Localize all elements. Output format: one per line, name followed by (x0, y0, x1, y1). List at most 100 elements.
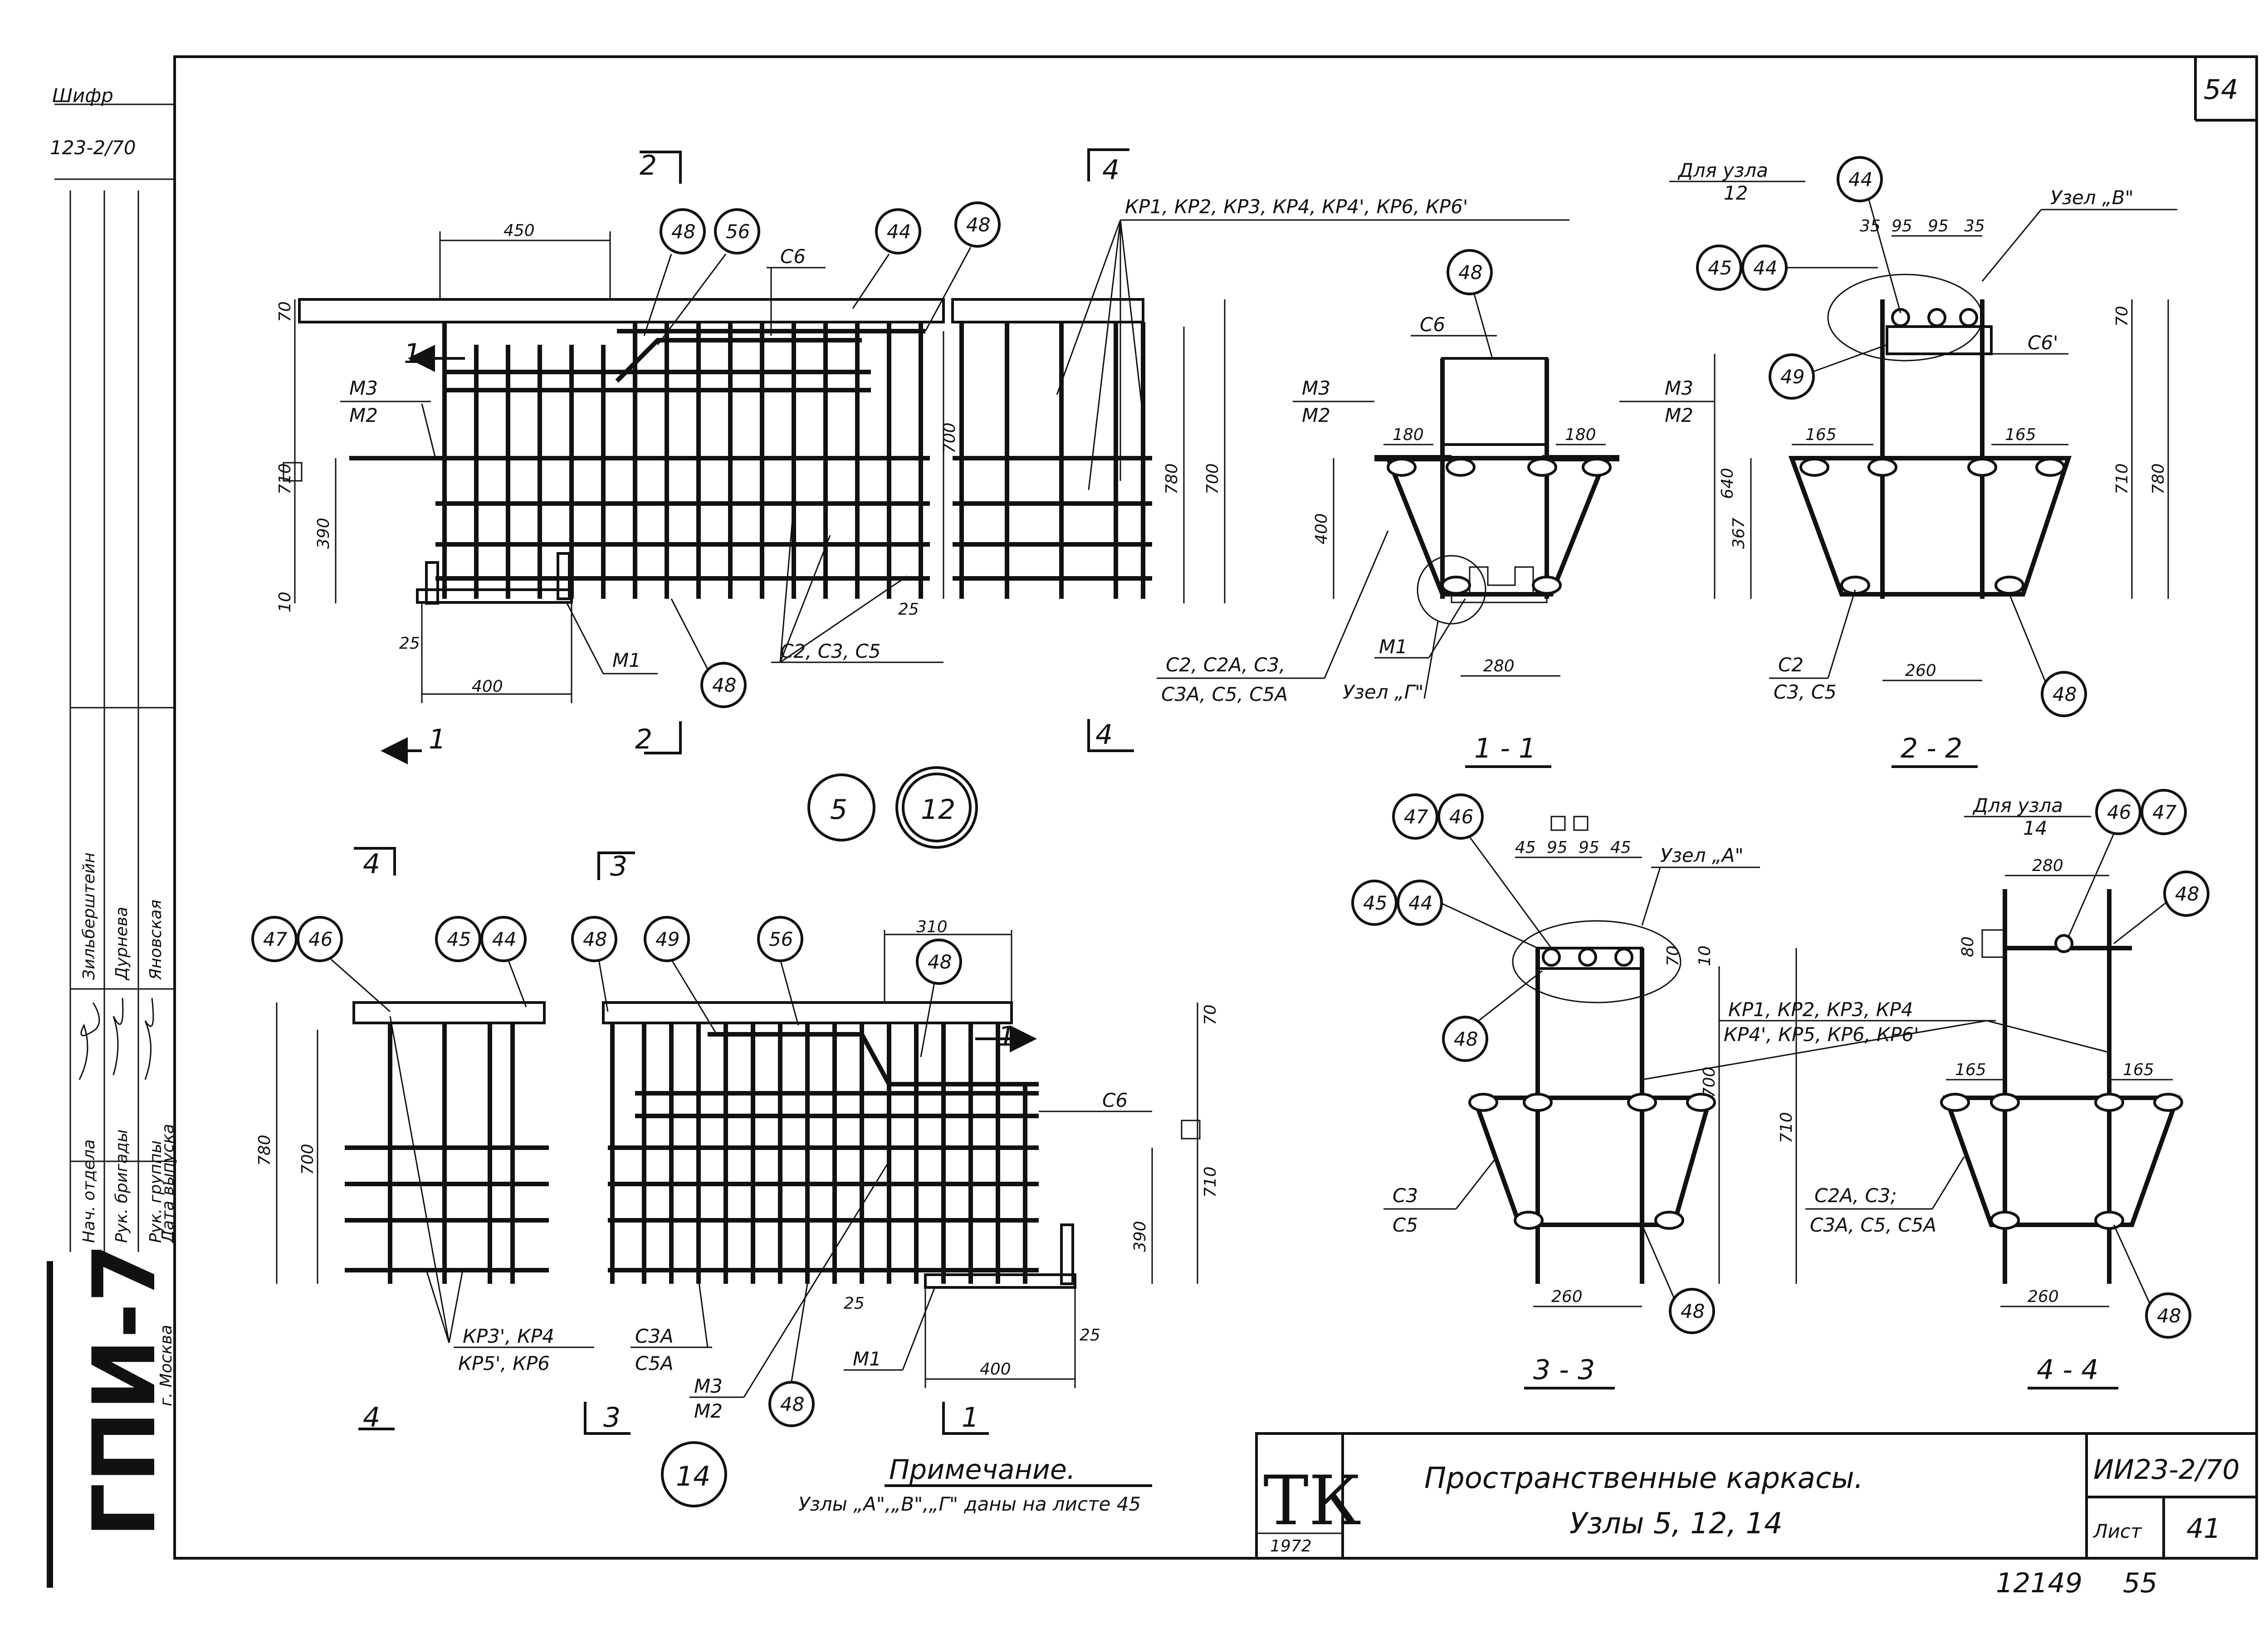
signature-3 (144, 998, 154, 1080)
note-heading: Примечание. (889, 1454, 1075, 1486)
drawing-frame: 54 (173, 55, 2258, 1560)
label-m1-14: М1 (853, 1348, 881, 1370)
s22-dim-367: 367 (1730, 518, 1748, 549)
stamp-name-1: Зильберштейн (80, 852, 98, 980)
section-mark-4-bottom-14: 4 (363, 1402, 380, 1433)
stamp-role-3: Рук. группы (147, 1140, 165, 1243)
section-mark-4-top: 4 (1102, 154, 1119, 186)
s22-dim-710: 710 (2113, 463, 2131, 494)
title-sheet-label: Лист (2092, 1520, 2142, 1542)
dim-450: 450 (503, 221, 535, 240)
callout-14-47: 47 (263, 928, 288, 950)
node14-verticals (610, 1023, 1027, 1284)
dim-180-left: 180 (1393, 426, 1424, 444)
s44-dim-165b: 165 (2123, 1061, 2154, 1079)
dim-640: 640 (1718, 468, 1737, 499)
s11-m2-right: М2 (1665, 404, 1693, 426)
s22-callout-44a: 44 (1848, 168, 1872, 191)
section-1-1: 180 180 400 640 280 С6 М3 М2 М3 М2 М1 С2… (1157, 249, 1737, 768)
section-title-3-3: 3 - 3 (1533, 1354, 1595, 1386)
title-line-1: Пространственные каркасы. (1424, 1462, 1863, 1495)
dim-25-14a: 25 (844, 1294, 865, 1313)
dim-10: 10 (276, 592, 294, 612)
dim-400-14: 400 (980, 1360, 1011, 1379)
signature-1 (78, 1002, 100, 1080)
s44-callout-47: 47 (2152, 801, 2177, 823)
s11-m1: М1 (1379, 636, 1408, 658)
stamp-name-3: Яновская (147, 900, 165, 980)
s22-dim-780: 780 (2149, 463, 2168, 494)
view-node-5-12: 2 4 1 2 4 1 450 70 710 390 10 25 400 700 (276, 148, 1569, 849)
org-name: ГПИ-7 (74, 1243, 175, 1538)
s44-dim-260: 260 (2028, 1287, 2059, 1306)
label-kp5-kp6: КР5', КР6 (458, 1352, 550, 1375)
node-circle-14-label: 14 (676, 1461, 710, 1492)
s22-dim-35a: 35 (1860, 217, 1881, 235)
s33-dim-700: 700 (1700, 1067, 1719, 1098)
cipher-label: Шифр (52, 84, 113, 107)
s44-for-node-num: 14 (2023, 817, 2047, 839)
s11-clist-1: С2, С2А, С3, (1166, 654, 1286, 676)
s33-dim-95b: 95 (1579, 838, 1599, 857)
s22-callout-45: 45 (1708, 257, 1732, 279)
s11-callout-48: 48 (1458, 261, 1482, 284)
node512-verticals (442, 322, 1145, 599)
callout-14-49: 49 (655, 928, 679, 950)
section-mark-4-top-14: 4 (363, 848, 380, 880)
s44-for-node: Для узла (1972, 794, 2063, 817)
dim-780-14: 780 (255, 1135, 274, 1166)
s22-dim-165b: 165 (2005, 426, 2036, 444)
s33-dim-70: 70 (1664, 945, 1682, 966)
section-mark-1-bottom-14: 1 (962, 1402, 979, 1433)
s22-uzel-v: Узел „В" (2050, 186, 2134, 209)
s11-m2-left: М2 (1302, 404, 1330, 426)
note: Примечание. Узлы „А",„В",„Г" даны на лис… (798, 1454, 1152, 1515)
callout-48-b: 48 (966, 214, 990, 236)
s33-dim-710: 710 (1777, 1112, 1796, 1143)
s22-callout-44b: 44 (1753, 257, 1777, 279)
s22-clist-1: С2 (1778, 654, 1804, 676)
dim-400: 400 (472, 677, 503, 696)
dim-70-14: 70 (1201, 1004, 1220, 1025)
s33-dim-260: 260 (1551, 1287, 1583, 1306)
label-m2-14: М2 (694, 1400, 723, 1422)
section-2-2: 35 95 95 35 70 165 165 367 710 780 260 Д… (1669, 156, 2177, 768)
callout-14-44: 44 (492, 928, 516, 950)
section-mark-1-left: 1 (404, 338, 421, 370)
s44-clist-1: С2А, С3; (1814, 1184, 1897, 1207)
s44-dim-165a: 165 (1955, 1061, 1986, 1079)
dim-400-s11: 400 (1312, 513, 1331, 544)
s33-dim-45a: 45 (1515, 838, 1536, 857)
dim-700-14: 700 (298, 1144, 317, 1175)
s33-callout-45: 45 (1363, 892, 1387, 914)
dim-25-14b: 25 (1080, 1326, 1100, 1345)
s11-c6: С6 (1420, 313, 1445, 336)
s44-dim-80: 80 (1959, 936, 1977, 957)
label-c-list: С2, С3, С5 (780, 640, 881, 662)
section-4-4: 280 80 165 165 260 Для узла 14 С2А, С3; … (1805, 789, 2209, 1389)
dim-25-left: 25 (399, 634, 420, 653)
s33-callout-44: 44 (1408, 892, 1432, 914)
dim-25-right: 25 (898, 600, 919, 619)
title-year: 1972 (1270, 1537, 1312, 1556)
cipher-code: 123-2/70 (50, 137, 136, 159)
dim-700-right: 780 (1163, 463, 1181, 494)
dim-310: 310 (916, 918, 948, 936)
label-kp-list: КР1, КР2, КР3, КР4, КР4', КР6, КР6' (1125, 196, 1468, 218)
section-title-1-1: 1 - 1 (1474, 733, 1536, 764)
title-block: ТК 1972 Пространственные каркасы. Узлы 5… (1255, 1432, 2258, 1599)
section-mark-3-bottom: 3 (603, 1402, 621, 1433)
section-3-3: 45 95 95 45 70 10 700 710 260 Узел „А" К… (1351, 793, 2110, 1389)
stamp-role-1: Нач. отдела (80, 1140, 98, 1243)
s44-clist-2: С3А, С5, С5А (1810, 1214, 1936, 1236)
side-stamp: Шифр 123-2/70 Нач. отдела Рук. бригады Р… (47, 84, 177, 1588)
callout-14-48a: 48 (583, 928, 607, 950)
s22-dim-95b: 95 (1928, 217, 1949, 235)
s22-c6: С6' (2028, 332, 2058, 354)
s33-kp-2: КР4', КР5, КР6, КР6' (1724, 1023, 1919, 1046)
label-c6: С6 (780, 245, 806, 268)
title-sheet-number: 41 (2186, 1513, 2221, 1545)
signature-2 (112, 998, 124, 1076)
s33-callout-48b: 48 (1681, 1300, 1705, 1322)
